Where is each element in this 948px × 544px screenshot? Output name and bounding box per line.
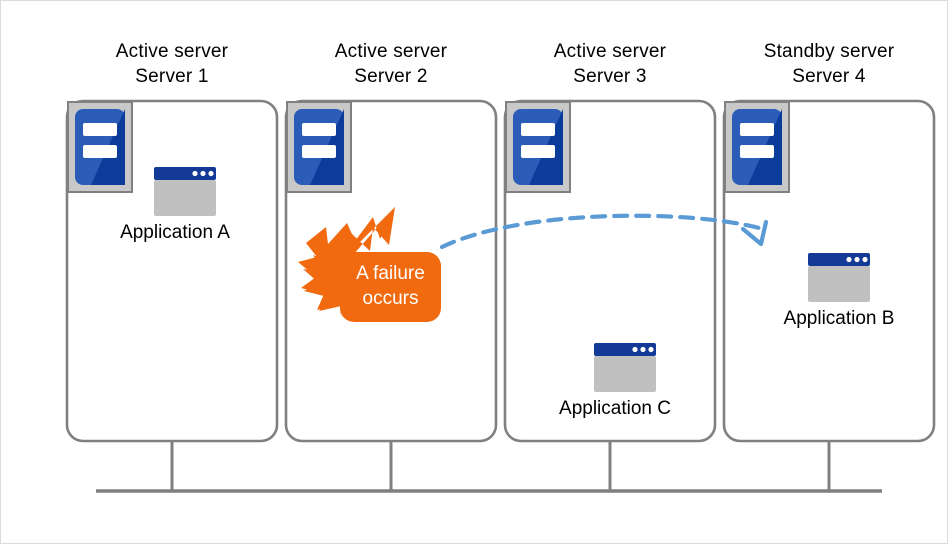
server-caption-4: Standby server Server 4 — [724, 39, 934, 89]
server-icon-2 — [286, 101, 352, 193]
network-bus-group — [96, 441, 882, 493]
server-role-4: Standby server — [763, 41, 895, 62]
failure-message: A failure occurs — [340, 261, 441, 311]
server-name-3: Server 3 — [573, 66, 647, 87]
server-icon-3 — [505, 101, 571, 193]
application-label-c: Application C — [559, 398, 671, 419]
server-role-3: Active server — [553, 41, 667, 62]
failure-badge[interactable] — [340, 252, 441, 322]
failure-message-line-1: A failure — [356, 263, 425, 284]
server-caption-2: Active server Server 2 — [286, 39, 496, 89]
app-window-icon-c — [594, 343, 656, 392]
server-box-group — [65, 99, 936, 443]
app-window-icon-a — [154, 167, 216, 216]
app-window-icon-b — [808, 253, 870, 302]
server-icon-1 — [67, 101, 133, 193]
application-label-a: Application A — [120, 222, 230, 243]
application-label-b: Application B — [783, 308, 895, 329]
server-caption-3: Active server Server 3 — [505, 39, 715, 89]
failure-message-line-2: occurs — [362, 288, 419, 309]
server-icon-4 — [724, 101, 790, 193]
server-caption-1: Active server Server 1 — [67, 39, 277, 89]
server-name-4: Server 4 — [792, 66, 866, 87]
server-name-2: Server 2 — [354, 66, 428, 87]
server-name-1: Server 1 — [135, 66, 209, 87]
dashed-curved-arrow-icon — [439, 213, 769, 250]
server-role-2: Active server — [334, 41, 448, 62]
server-role-1: Active server — [115, 41, 229, 62]
